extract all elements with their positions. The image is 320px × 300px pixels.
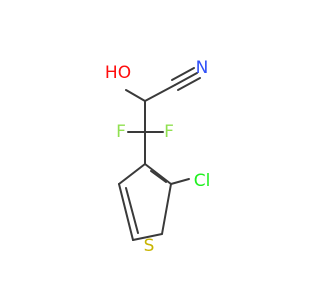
bond-s-c5 — [132, 233, 163, 241]
nitrogen-label: N — [196, 58, 209, 78]
bond-cn-triple-a — [174, 72, 198, 86]
bond-cn-triple-c — [177, 77, 201, 91]
chlorine-label: Cl — [194, 171, 211, 191]
bond-ch-to-cn — [144, 84, 176, 102]
bond-c5-c4 — [118, 183, 134, 241]
bond-cn-triple-b — [171, 67, 195, 81]
bond-ch-to-oh — [125, 89, 146, 102]
bond-c4-c3 — [118, 163, 146, 185]
bond-c3-c2-double — [150, 170, 167, 183]
fluorine-left-label: F — [116, 122, 126, 142]
bond-c2-to-cl — [170, 178, 190, 185]
structure-canvas: HO N F F Cl S — [104, 58, 211, 256]
bond-c5-c4-double — [125, 187, 139, 234]
fluorine-right-label: F — [164, 122, 174, 142]
molecule-structure: HO N F F Cl S — [105, 58, 211, 256]
bond-c2-s — [161, 183, 172, 235]
bond-c3-c2 — [144, 163, 172, 185]
sulfur-label: S — [144, 236, 155, 256]
hydroxyl-label: HO — [105, 63, 131, 83]
